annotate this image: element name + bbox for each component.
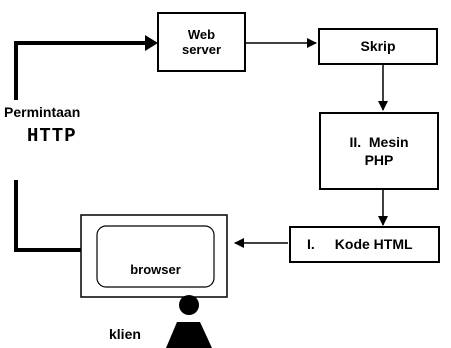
kode-html-number: I. <box>307 236 315 252</box>
request-line-bottom <box>14 180 81 252</box>
browser-screen <box>96 225 215 288</box>
klien-label: klien <box>109 326 141 342</box>
user-icon <box>166 295 212 348</box>
skrip-node: Skrip <box>318 28 438 65</box>
web-server-node: Web server <box>157 12 246 72</box>
request-arrowhead <box>145 35 158 51</box>
request-line-top <box>14 41 147 100</box>
mesin-php-label: II. Mesin PHP <box>349 134 409 168</box>
kode-html-label: Kode HTML <box>334 236 413 252</box>
skrip-label: Skrip <box>360 38 396 54</box>
kode-html-node: I. Kode HTML <box>289 226 440 263</box>
mesin-php-node: II. Mesin PHP <box>319 112 439 190</box>
permintaan-label: Permintaan <box>4 104 81 120</box>
web-server-label: Web server <box>181 27 222 57</box>
http-label: HTTP <box>27 125 77 147</box>
browser-label: browser <box>130 262 181 277</box>
